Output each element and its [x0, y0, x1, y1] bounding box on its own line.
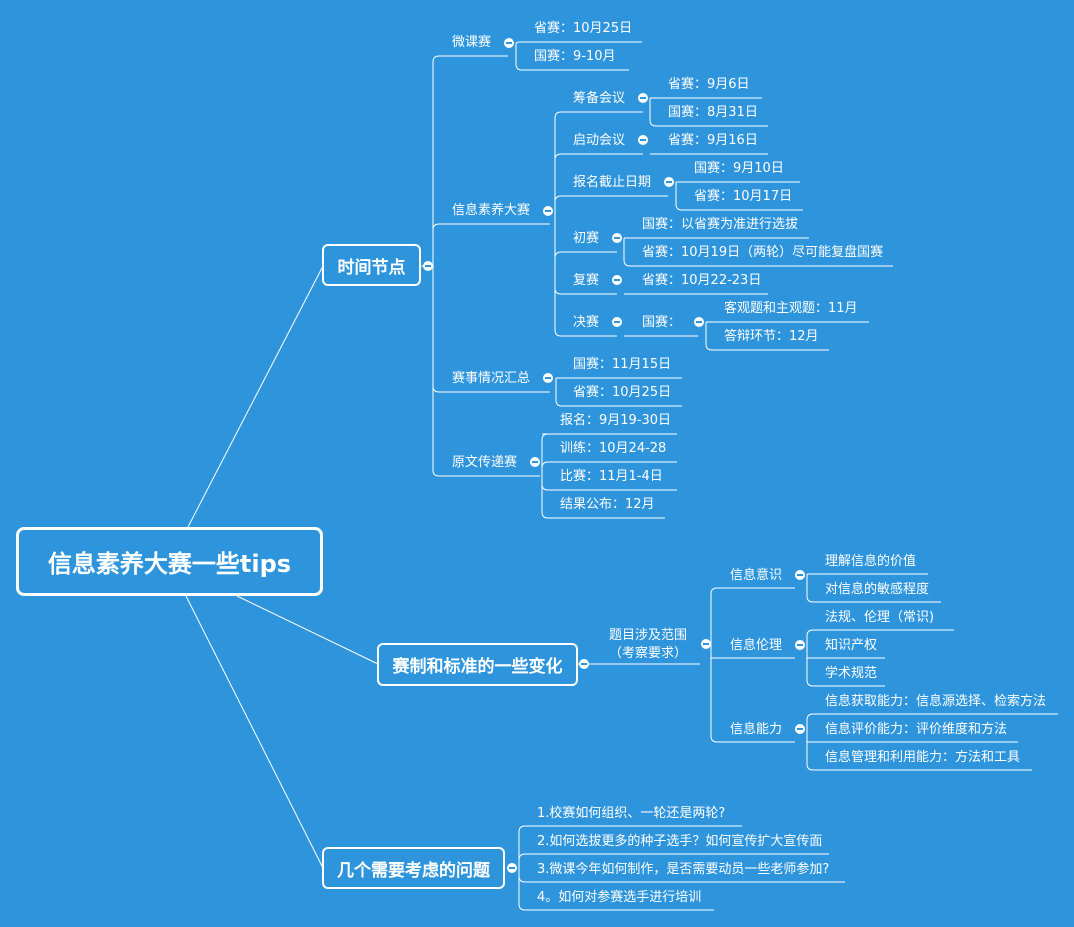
- node-juesai-national[interactable]: 国赛：: [642, 315, 682, 330]
- leaf-huizong-province[interactable]: 省赛：10月25日: [573, 385, 672, 400]
- leaf-qidong-province[interactable]: 省赛：9月16日: [668, 133, 758, 148]
- node-yishi[interactable]: 信息意识: [730, 568, 783, 583]
- node-choubei[interactable]: 筹备会议: [573, 91, 626, 106]
- node-nengli[interactable]: 信息能力: [730, 722, 783, 737]
- leaf-choubei-national[interactable]: 国赛：8月31日: [668, 105, 758, 120]
- scope-line2: （考察要求）: [608, 646, 687, 661]
- collapse-icon[interactable]: [543, 206, 553, 216]
- collapse-icon[interactable]: [612, 317, 622, 327]
- leaf-yuanwen-result[interactable]: 结果公布：12月: [560, 497, 655, 512]
- topic-questions[interactable]: 几个需要考虑的问题: [322, 847, 505, 889]
- leaf-nengli-manage[interactable]: 信息管理和利用能力：方法和工具: [825, 750, 1021, 765]
- topic-time-nodes[interactable]: 时间节点: [322, 244, 421, 286]
- node-weike[interactable]: 微课赛: [452, 35, 492, 50]
- leaf-yishi-value[interactable]: 理解信息的价值: [825, 554, 917, 569]
- collapse-icon[interactable]: [795, 724, 805, 734]
- node-huizong[interactable]: 赛事情况汇总: [452, 371, 531, 386]
- leaf-weike-national[interactable]: 国赛：9-10月: [534, 49, 616, 64]
- collapse-icon[interactable]: [638, 93, 648, 103]
- node-xinxi-contest[interactable]: 信息素养大赛: [452, 203, 531, 218]
- leaf-lunli-academic[interactable]: 学术规范: [825, 666, 878, 681]
- node-qidong[interactable]: 启动会议: [573, 133, 626, 148]
- node-fusai[interactable]: 复赛: [573, 273, 600, 288]
- leaf-juesai-defense[interactable]: 答辩环节：12月: [724, 329, 819, 344]
- leaf-baoming-province[interactable]: 省赛：10月17日: [694, 189, 793, 204]
- leaf-question-3[interactable]: 3.微课今年如何制作，是否需要动员一些老师参加?: [537, 862, 830, 877]
- leaf-yuanwen-signup[interactable]: 报名：9月19-30日: [560, 413, 672, 428]
- collapse-icon[interactable]: [701, 639, 711, 649]
- collapse-icon[interactable]: [795, 640, 805, 650]
- leaf-question-4[interactable]: 4。如何对参赛选手进行培训: [537, 890, 702, 905]
- leaf-question-2[interactable]: 2.如何选拔更多的种子选手？如何宣传扩大宣传面: [537, 834, 823, 849]
- node-baoming[interactable]: 报名截止日期: [573, 175, 652, 190]
- leaf-lunli-law[interactable]: 法规、伦理（常识): [825, 610, 935, 625]
- scope-line1: 题目涉及范围: [608, 628, 687, 643]
- leaf-choubei-province[interactable]: 省赛：9月6日: [668, 77, 750, 92]
- node-lunli[interactable]: 信息伦理: [730, 638, 783, 653]
- collapse-icon[interactable]: [638, 135, 648, 145]
- leaf-huizong-national[interactable]: 国赛：11月15日: [573, 357, 672, 372]
- leaf-yuanwen-match[interactable]: 比赛：11月1-4日: [560, 469, 663, 484]
- root-topic[interactable]: 信息素养大赛一些tips: [16, 527, 323, 596]
- leaf-baoming-national[interactable]: 国赛：9月10日: [694, 161, 784, 176]
- node-chusai[interactable]: 初赛: [573, 231, 600, 246]
- leaf-chusai-province[interactable]: 省赛：10月19日（两轮）尽可能复盘国赛: [642, 245, 884, 260]
- collapse-icon[interactable]: [530, 457, 540, 467]
- node-yuanwen[interactable]: 原文传递赛: [452, 455, 518, 470]
- collapse-icon[interactable]: [504, 38, 514, 48]
- collapse-icon[interactable]: [543, 373, 553, 383]
- leaf-nengli-evaluate[interactable]: 信息评价能力：评价维度和方法: [825, 722, 1008, 737]
- collapse-icon[interactable]: [423, 261, 433, 271]
- collapse-icon[interactable]: [579, 659, 589, 669]
- leaf-chusai-national[interactable]: 国赛：以省赛为准进行选拔: [642, 217, 799, 232]
- leaf-lunli-ip[interactable]: 知识产权: [825, 638, 878, 653]
- collapse-icon[interactable]: [612, 233, 622, 243]
- topic-rule-changes[interactable]: 赛制和标准的一些变化: [377, 643, 578, 686]
- node-scope[interactable]: 题目涉及范围 （考察要求）: [600, 627, 696, 663]
- node-juesai[interactable]: 决赛: [573, 315, 600, 330]
- collapse-icon[interactable]: [664, 177, 674, 187]
- collapse-icon[interactable]: [507, 863, 517, 873]
- leaf-yishi-sensitivity[interactable]: 对信息的敏感程度: [825, 582, 930, 597]
- leaf-yuanwen-training[interactable]: 训练：10月24-28: [560, 441, 667, 456]
- collapse-icon[interactable]: [694, 317, 704, 327]
- leaf-juesai-objective[interactable]: 客观题和主观题：11月: [724, 301, 858, 316]
- leaf-weike-province[interactable]: 省赛：10月25日: [534, 21, 633, 36]
- collapse-icon[interactable]: [612, 275, 622, 285]
- collapse-icon[interactable]: [795, 570, 805, 580]
- leaf-question-1[interactable]: 1.校赛如何组织、一轮还是两轮?: [537, 806, 726, 821]
- leaf-fusai-province[interactable]: 省赛：10月22-23日: [642, 273, 762, 288]
- leaf-nengli-acquire[interactable]: 信息获取能力：信息源选择、检索方法: [825, 694, 1047, 709]
